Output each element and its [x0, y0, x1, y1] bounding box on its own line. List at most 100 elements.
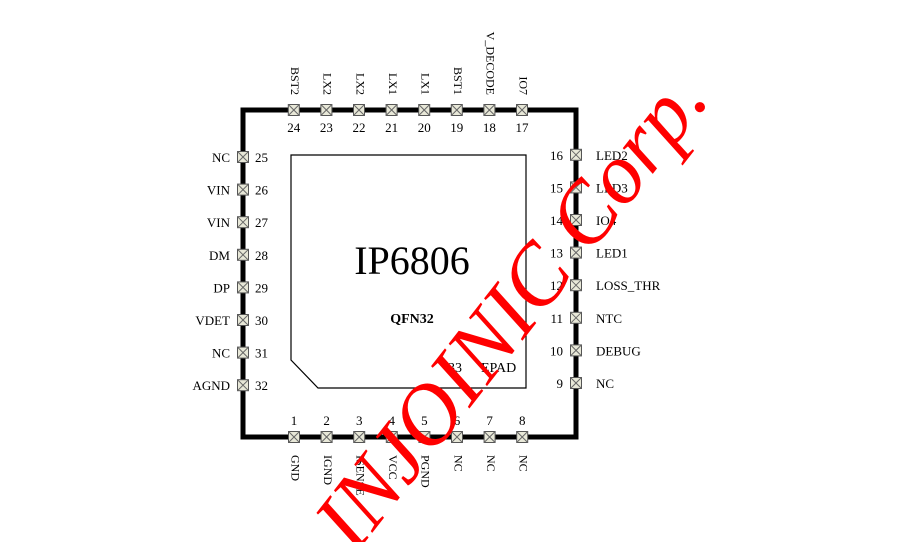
pin-28-pad — [237, 248, 249, 261]
package-outline — [240, 107, 579, 440]
pin-23-name: LX2 — [321, 73, 335, 95]
pin-24-pad — [287, 104, 300, 116]
pin-24-number: 24 — [287, 120, 301, 135]
pin-15-pad — [570, 181, 582, 194]
pin-14-name: IO4 — [596, 213, 617, 228]
pin-7-number: 7 — [486, 413, 493, 428]
pin-9-number: 9 — [557, 376, 564, 391]
pin-8-number: 8 — [519, 413, 526, 428]
pin-4-pad — [385, 431, 398, 443]
pin-10-pad — [570, 344, 582, 357]
pin-22-number: 22 — [353, 120, 366, 135]
pin-12-pad — [570, 279, 582, 292]
pin-32-number: 32 — [255, 378, 268, 393]
pin-26-pad — [237, 183, 249, 196]
pin-20-number: 20 — [418, 120, 431, 135]
pin-22-name: LX2 — [353, 73, 367, 95]
pin-13-name: LED1 — [596, 246, 628, 261]
pin-6-number: 6 — [454, 413, 461, 428]
pin-19-name: BST1 — [451, 67, 465, 95]
pin-9-pad — [570, 377, 582, 389]
pin-7-name: NC — [484, 455, 498, 472]
pin-11-number: 11 — [550, 311, 563, 326]
pin-8-pad — [516, 431, 529, 443]
pin-12-number: 12 — [550, 278, 563, 293]
pin-30-pad — [237, 314, 249, 326]
pin-29-pad — [237, 281, 249, 294]
pin-10-name: DEBUG — [596, 343, 641, 358]
pin-18-name: V_DECODE — [484, 32, 498, 95]
pin-25-name: NC — [212, 150, 230, 165]
pin-17-name: IO7 — [516, 76, 530, 95]
pin-6-name: NC — [451, 455, 465, 472]
pin-11-pad — [570, 311, 582, 324]
pin-19-pad — [450, 104, 463, 116]
pin-10-number: 10 — [550, 343, 563, 358]
pin-31-pad — [237, 346, 249, 359]
pin-20-name: LX1 — [418, 73, 432, 95]
pin-21-name: LX1 — [386, 73, 400, 95]
pin-14-number: 14 — [550, 213, 564, 228]
pin-18-pad — [483, 104, 496, 116]
pin-1-number: 1 — [291, 413, 298, 428]
pin-29-number: 29 — [255, 280, 268, 295]
pin-9-name: NC — [596, 376, 614, 391]
pin-17-number: 17 — [516, 120, 530, 135]
pin-3-pad — [353, 431, 366, 443]
pin-8-name: NC — [516, 455, 530, 472]
pin-30-number: 30 — [255, 313, 268, 328]
pin-1-pad — [288, 431, 300, 443]
pin-32-name: AGND — [192, 378, 230, 393]
chip-part-number: IP6806 — [354, 238, 470, 283]
pin-3-name: ISENSE — [353, 455, 367, 496]
pin-19-number: 19 — [450, 120, 463, 135]
pin-16-pad — [570, 148, 582, 161]
pin-5-number: 5 — [421, 413, 428, 428]
pin-15-name: LED3 — [596, 180, 628, 195]
pin-21-number: 21 — [385, 120, 398, 135]
pin-21-pad — [385, 104, 398, 116]
pin-20-pad — [418, 104, 431, 116]
chip-package: QFN32 — [390, 312, 434, 327]
epad-label: EPAD — [481, 361, 516, 376]
pin-4-name: VCC — [386, 455, 400, 480]
pin-14-pad — [570, 214, 582, 226]
pin-29-name: DP — [213, 280, 230, 295]
pin-25-number: 25 — [255, 150, 268, 165]
pin-28-number: 28 — [255, 248, 268, 263]
pin-26-name: VIN — [207, 183, 231, 198]
pin-27-number: 27 — [255, 215, 269, 230]
pin-15-number: 15 — [550, 180, 563, 195]
pin-2-number: 2 — [323, 413, 330, 428]
pin-27-name: VIN — [207, 215, 231, 230]
pin-16-number: 16 — [550, 148, 564, 163]
pin-5-name: PGND — [419, 455, 433, 488]
pin-4-number: 4 — [389, 413, 396, 428]
pin-18-number: 18 — [483, 120, 496, 135]
pin-7-pad — [483, 431, 496, 443]
pin-23-pad — [320, 104, 333, 116]
pin-16-name: LED2 — [596, 148, 628, 163]
pin-17-pad — [516, 104, 528, 116]
pin-28-name: DM — [209, 248, 230, 263]
pin-25-pad — [237, 151, 249, 163]
pin-2-pad — [320, 431, 333, 443]
pin-22-pad — [353, 104, 365, 116]
pin-26-number: 26 — [255, 183, 269, 198]
pin-6-pad — [451, 431, 463, 443]
pin-24-name: BST2 — [288, 67, 302, 95]
pin-2-name: IGND — [321, 455, 335, 485]
pin-23-number: 23 — [320, 120, 333, 135]
pin-11-name: NTC — [596, 311, 622, 326]
pin-12-name: LOSS_THR — [596, 278, 661, 293]
pin-13-pad — [570, 246, 582, 259]
pin-30-name: VDET — [195, 313, 230, 328]
exposed-pad-outline — [290, 154, 527, 389]
epad-number: 33 — [448, 361, 462, 376]
pin-32-pad — [237, 379, 249, 392]
pin-13-number: 13 — [550, 246, 563, 261]
pin-1-name: GND — [288, 455, 302, 481]
